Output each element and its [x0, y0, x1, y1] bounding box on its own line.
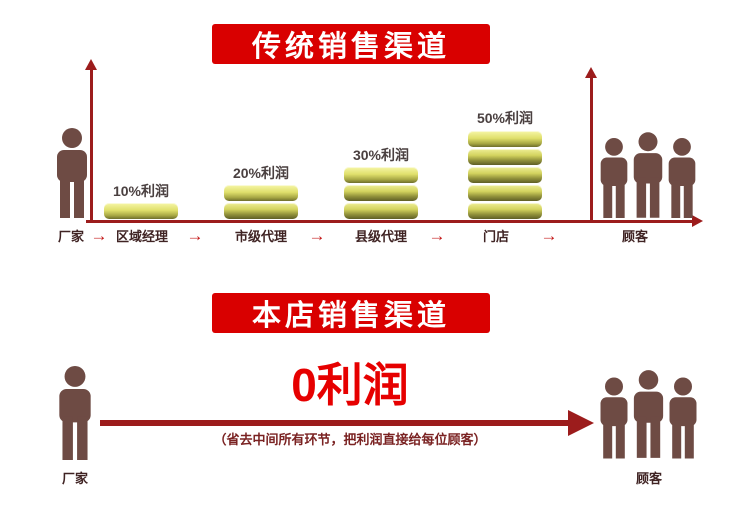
profit-label-30: 30%利润: [352, 147, 410, 163]
direct-arrow-shaft: [100, 420, 568, 426]
person-icon: [669, 377, 697, 459]
flow-arrow-icon: →: [540, 226, 558, 245]
horizontal-axis-line: [86, 220, 692, 223]
traditional-title: 传统销售渠道: [251, 31, 450, 63]
direct-channel-note: （省去中间所有环节，把利润直接给每位顾客）: [213, 432, 487, 447]
direct-title: 本店销售渠道: [251, 300, 450, 332]
direct-arrow-head-icon: [568, 410, 594, 436]
profit-coin: [224, 203, 298, 219]
flow-arrow-icon: →: [90, 226, 108, 245]
profit-coin-stack-30: [344, 167, 418, 219]
profit-coin: [468, 131, 542, 147]
zero-profit-headline: 0利润: [291, 359, 409, 411]
traditional-title-banner: 传统销售渠道: [212, 24, 490, 64]
person-icon: [633, 132, 663, 218]
step-label-store: 门店: [482, 229, 509, 244]
factory-person-icon: [59, 366, 91, 460]
horizontal-axis-arrowhead-icon: [692, 215, 703, 227]
person-icon: [633, 370, 664, 458]
right-axis-line: [590, 78, 593, 222]
profit-coin: [468, 149, 542, 165]
profit-coin: [344, 167, 418, 183]
profit-coin: [468, 203, 542, 219]
left-axis-line: [90, 70, 93, 222]
profit-coin: [344, 185, 418, 201]
profit-coin: [468, 167, 542, 183]
customer-crowd-icon: [596, 368, 701, 460]
factory-label: 厂家: [61, 471, 88, 486]
customer-crowd-icon: [596, 132, 700, 218]
customer-label: 顾客: [635, 471, 662, 486]
person-icon: [600, 377, 628, 459]
customer-label: 顾客: [621, 229, 648, 244]
direct-title-banner: 本店销售渠道: [212, 293, 490, 333]
factory-label: 厂家: [57, 229, 84, 244]
profit-coin: [104, 203, 178, 219]
factory-person-icon: [57, 128, 87, 218]
profit-coin: [344, 203, 418, 219]
flow-arrow-icon: →: [186, 226, 204, 245]
step-label-city: 市级代理: [234, 229, 287, 244]
profit-label-50: 50%利润: [476, 110, 534, 126]
profit-coin: [224, 185, 298, 201]
profit-coin-stack-10: [104, 203, 178, 219]
flow-arrow-icon: →: [428, 226, 446, 245]
profit-label-20: 20%利润: [232, 165, 290, 181]
profit-coin-stack-50: [468, 131, 542, 219]
flow-arrow-icon: →: [308, 226, 326, 245]
person-icon: [668, 138, 696, 218]
profit-label-10: 10%利润: [112, 183, 170, 199]
step-label-county: 县级代理: [354, 229, 407, 244]
left-axis-arrowhead-icon: [85, 59, 97, 70]
person-icon: [600, 138, 628, 218]
step-label-regional: 区域经理: [115, 229, 168, 244]
right-axis-arrowhead-icon: [585, 67, 597, 78]
profit-coin: [468, 185, 542, 201]
profit-coin-stack-20: [224, 185, 298, 219]
